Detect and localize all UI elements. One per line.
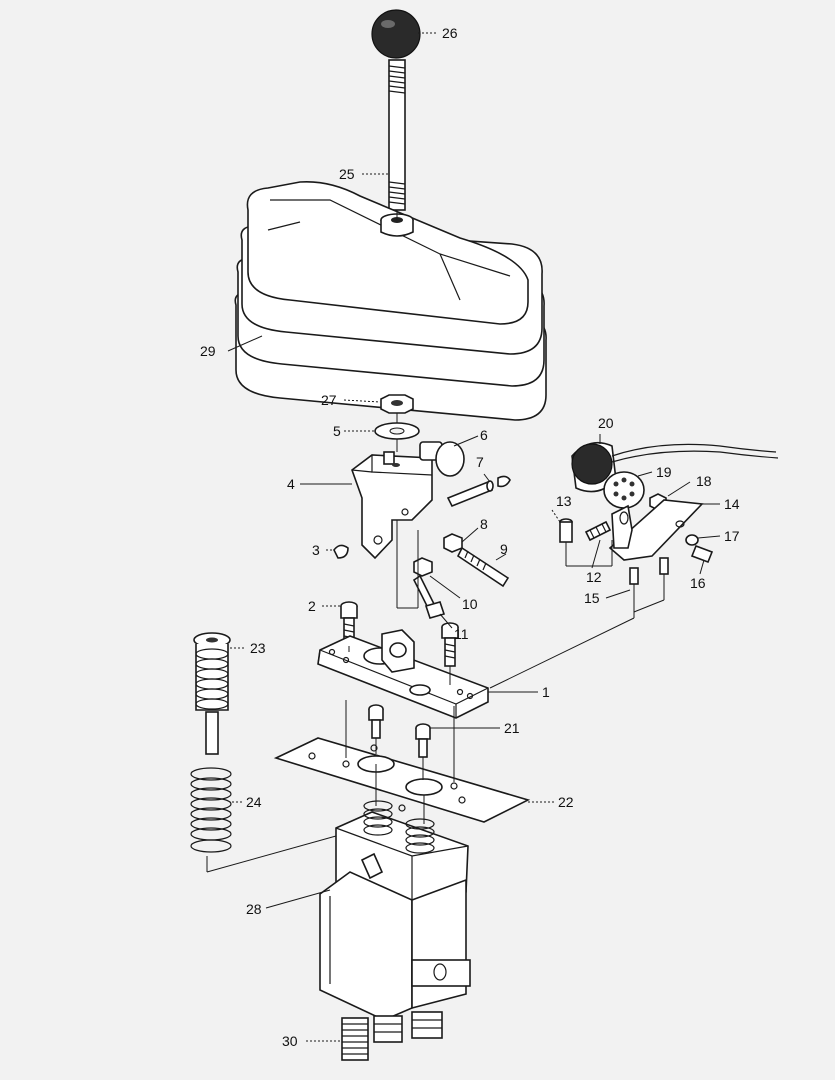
part-return-spring <box>190 767 232 853</box>
callout-17: 17 <box>724 528 740 544</box>
callout-7: 7 <box>476 454 484 470</box>
part-small-spring <box>584 520 612 542</box>
part-adjust-screw <box>456 546 510 588</box>
part-plunger <box>193 632 231 755</box>
callout-23: 23 <box>250 640 266 656</box>
part-pin <box>446 475 511 508</box>
callout-22: 22 <box>558 794 574 810</box>
callout-3: 3 <box>312 542 320 558</box>
callout-24: 24 <box>246 794 262 810</box>
part-stop-screw <box>412 574 446 619</box>
part-rubber-boot <box>234 180 547 421</box>
part-gasket <box>273 737 531 823</box>
callout-12: 12 <box>586 569 602 585</box>
part-base-plate <box>317 629 489 719</box>
part-bracket-screw <box>690 544 714 564</box>
assembly-lines <box>206 210 665 873</box>
part-spacer-sleeves <box>629 557 669 585</box>
part-screw-left <box>340 601 358 647</box>
callout-1: 1 <box>542 684 550 700</box>
part-washer <box>374 422 420 440</box>
part-screw-right <box>441 622 459 667</box>
part-hex-nut <box>443 533 463 553</box>
part-switch-cap <box>571 441 779 493</box>
callout-5: 5 <box>333 423 341 439</box>
callout-15: 15 <box>584 590 600 606</box>
part-contact-disc <box>603 471 645 509</box>
callout-30: 30 <box>282 1033 298 1049</box>
callout-20: 20 <box>598 415 614 431</box>
part-circlip <box>333 544 349 559</box>
callout-13: 13 <box>556 493 572 509</box>
callout-28: 28 <box>246 901 262 917</box>
callout-26: 26 <box>442 25 458 41</box>
callout-14: 14 <box>724 496 740 512</box>
part-lever-rod <box>388 59 406 211</box>
part-nut <box>380 394 414 414</box>
callout-4: 4 <box>287 476 295 492</box>
part-valve-ports <box>373 1011 443 1043</box>
callout-11: 11 <box>454 626 469 642</box>
part-lever-housing <box>351 451 433 560</box>
callout-21: 21 <box>504 720 520 736</box>
callout-8: 8 <box>480 516 488 532</box>
part-knob <box>371 9 421 59</box>
part-mount-screws <box>368 704 431 758</box>
part-grub-screw <box>559 518 573 543</box>
callout-6: 6 <box>480 427 488 443</box>
part-push-button <box>419 441 465 477</box>
callout-9: 9 <box>500 541 508 557</box>
part-switch-bracket <box>608 499 704 561</box>
callout-25: 25 <box>339 166 355 182</box>
part-valve-body <box>319 800 471 1043</box>
part-port-fitting <box>341 1017 369 1061</box>
part-small-washer <box>685 534 699 546</box>
callout-leaders <box>227 32 721 1042</box>
callout-19: 19 <box>656 464 672 480</box>
callout-labels: 26 25 29 27 5 6 4 7 3 8 9 10 11 2 23 1 2… <box>200 25 740 1049</box>
callout-16: 16 <box>690 575 706 591</box>
callout-27: 27 <box>321 392 337 408</box>
callout-10: 10 <box>462 596 478 612</box>
part-lock-nut <box>413 557 433 577</box>
callout-18: 18 <box>696 473 712 489</box>
callout-2: 2 <box>308 598 316 614</box>
callout-29: 29 <box>200 343 216 359</box>
